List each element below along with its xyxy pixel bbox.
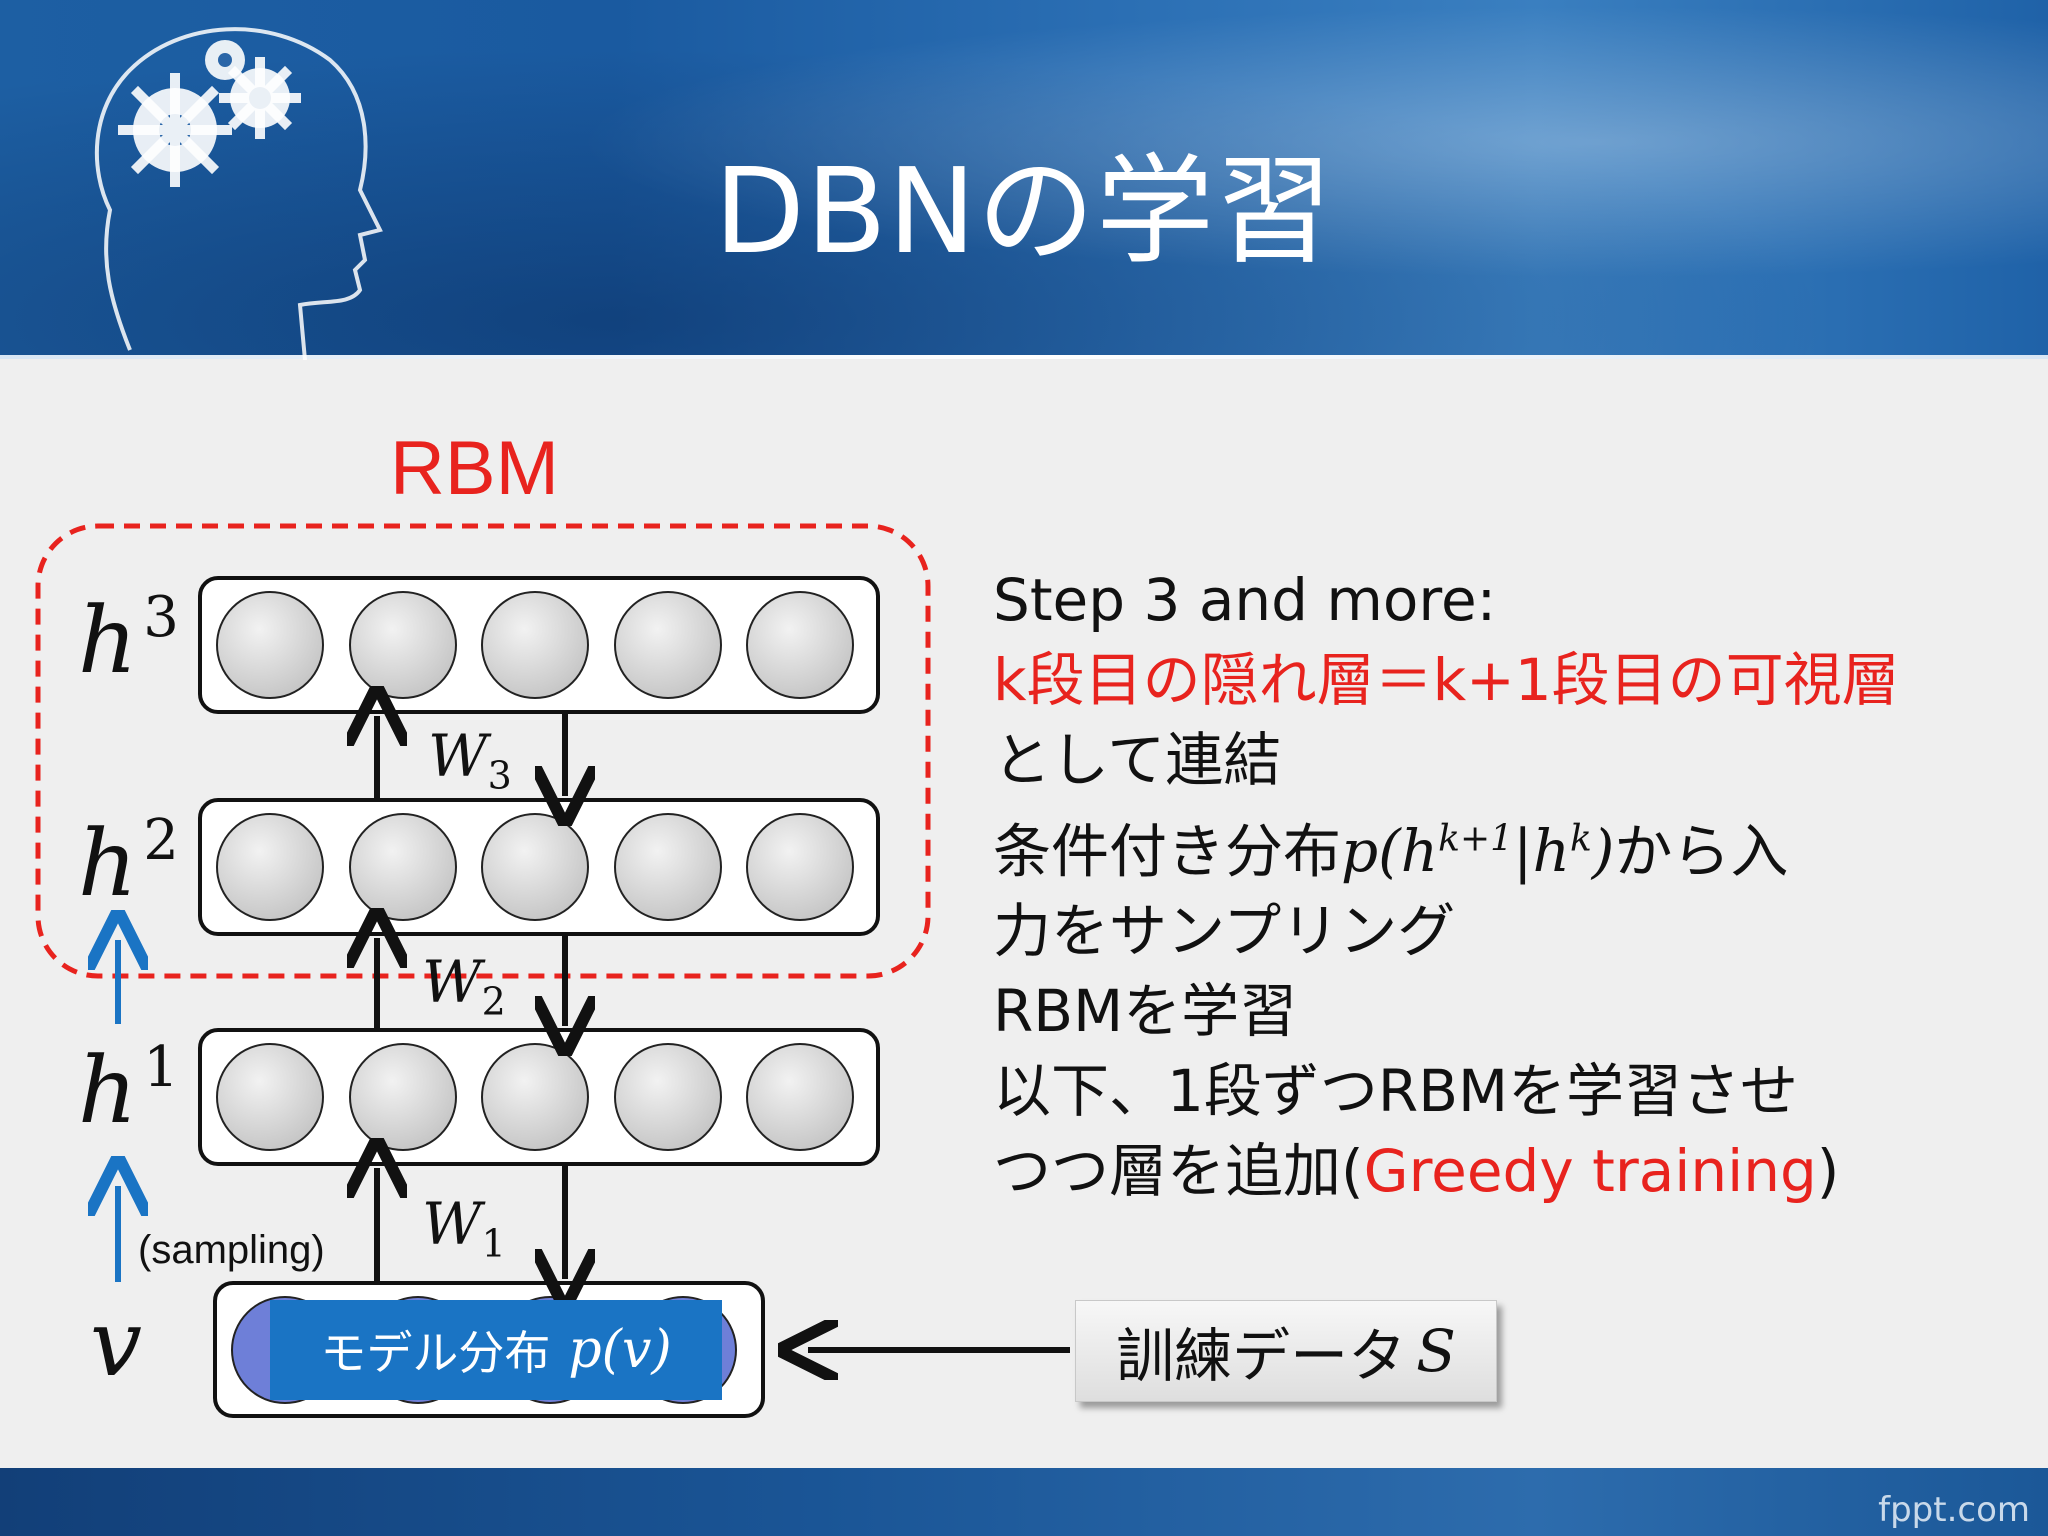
explanation-text: Step 3 and more: k段目の隠れ層＝k+1段目の可視層 として連結… <box>993 560 2033 1211</box>
header-banner <box>0 0 2048 355</box>
node <box>481 591 589 699</box>
layer-h1 <box>198 1028 880 1166</box>
training-data-box: 訓練データ S <box>1075 1300 1497 1402</box>
header-sheen <box>0 0 2048 355</box>
node <box>216 591 324 699</box>
node <box>349 1043 457 1151</box>
text-line-3: として連結 <box>993 726 1282 794</box>
node <box>349 813 457 921</box>
layer-label-v: v <box>90 1290 142 1397</box>
node <box>349 591 457 699</box>
head-gears-icon <box>94 27 383 360</box>
text-line-1: Step 3 and more: <box>993 566 1497 634</box>
rbm-label: RBM <box>390 426 559 511</box>
training-data-text: 訓練データ <box>1116 1322 1407 1390</box>
rbm-highlight-frame <box>35 523 931 979</box>
text-line-6: RBMを学習 <box>993 977 1298 1046</box>
node <box>614 1043 722 1151</box>
node <box>746 591 854 699</box>
footer-banner <box>0 1468 2048 1536</box>
node <box>481 1043 589 1151</box>
text-line-8: つつ層を追加(Greedy training) <box>993 1137 1840 1206</box>
weight-label-w2: W2 <box>422 948 506 1024</box>
text-line-5: 力をサンプリング <box>993 897 1456 966</box>
weight-label-w3: W3 <box>428 722 512 798</box>
node <box>614 591 722 699</box>
model-distribution-math: p(v) <box>568 1320 672 1380</box>
node <box>746 1043 854 1151</box>
slide-title: DBNの学習 <box>713 142 1335 280</box>
model-distribution-box: モデル分布 p(v) <box>270 1300 722 1400</box>
model-distribution-text: モデル分布 <box>320 1326 551 1380</box>
node <box>216 813 324 921</box>
text-line-2: k段目の隠れ層＝k+1段目の可視層 <box>993 646 1900 714</box>
text-line-7: 以下、1段ずつRBMを学習させ <box>993 1057 1799 1126</box>
text-line-4: 条件付き分布p(hk+1|hk)から入 <box>993 817 1789 886</box>
node <box>481 813 589 921</box>
layer-h3 <box>198 576 880 714</box>
header-divider <box>0 355 2048 359</box>
layer-h2 <box>198 798 880 936</box>
weight-label-w1: W1 <box>422 1190 506 1266</box>
node <box>216 1043 324 1151</box>
node <box>746 813 854 921</box>
footer-credit: fppt.com <box>1878 1490 2030 1530</box>
training-data-math: S <box>1416 1317 1456 1385</box>
sampling-label: (sampling) <box>138 1228 325 1272</box>
node <box>614 813 722 921</box>
